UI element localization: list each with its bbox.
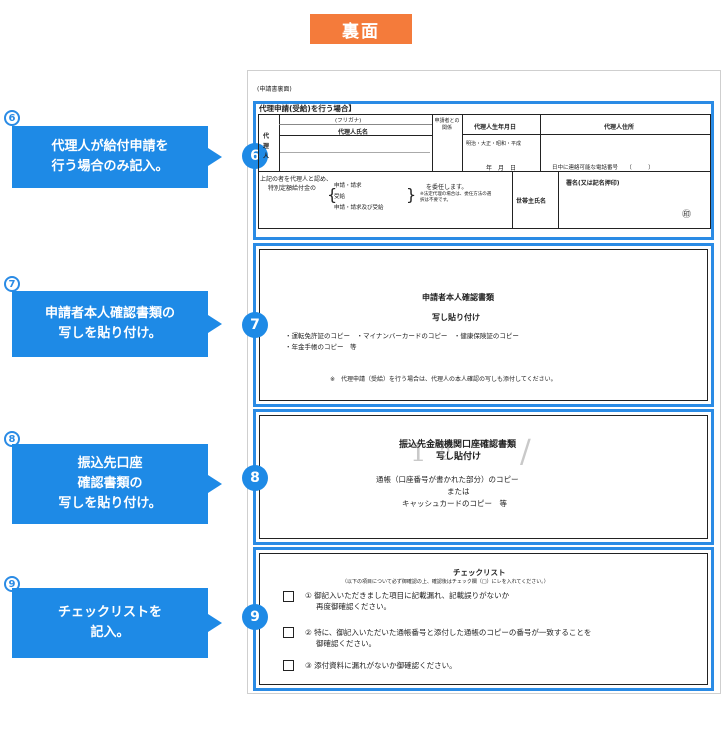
checklist-checkbox-3[interactable] xyxy=(283,660,294,671)
id-doc-list-1: ・運転免許証のコピー ・マイナンバーカードのコピー ・健康保険証のコピー xyxy=(285,332,519,340)
proxy-address-label: 代理人住所 xyxy=(604,124,635,131)
annotation-6-line-2: 行う場合のみ記入。 xyxy=(51,159,169,174)
proxy-dob-label: 代理人生年月日 xyxy=(474,124,517,131)
checklist-item-2-line-2: 御確認ください。 xyxy=(316,639,376,648)
annotation-8-arrow xyxy=(208,475,222,493)
step-6-marker: 6 xyxy=(4,110,20,126)
id-doc-list-2: ・年金手帳のコピー 等 xyxy=(285,343,357,351)
form-caption: (申請書裏面) xyxy=(257,86,292,93)
bank-doc-title: 振込先金融機関口座確認書類 xyxy=(399,440,517,450)
checklist-item-1-line-1: ① 御記入いただきました項目に記載漏れ、記載誤りがないか xyxy=(305,591,510,600)
watermark-digit: 2 xyxy=(440,444,452,465)
annotation-9-arrow xyxy=(208,614,222,632)
checklist-instruction: （以下の項目について必ず御確認の上、確認後はチェック欄（□）にレを入れてください… xyxy=(342,579,549,585)
step-8-marker: 8 xyxy=(4,431,20,447)
relationship-label: 申請者との関係 xyxy=(434,118,460,131)
era-options: 明治・大正・昭和・平成 xyxy=(466,141,522,147)
checklist-item-3-line-1: ③ 添付資料に漏れがないか御確認ください。 xyxy=(305,661,457,670)
annotation-9-line-1: チェックリストを xyxy=(57,605,162,620)
proxy-side-label: 代理人 xyxy=(263,133,270,160)
delegate-sub: 特別定額給付金の xyxy=(268,185,317,192)
entrust-text: を委任します。 xyxy=(426,184,468,191)
householder-label: 世帯主氏名 xyxy=(516,198,547,205)
annotation-6: 代理人が給付申請を 行う場合のみ記入。 xyxy=(12,126,222,188)
checklist-item-1-line-2: 再度御確認ください。 xyxy=(316,602,391,611)
proxy-name-label: 代理人氏名 xyxy=(338,129,369,136)
step-9-badge: 9 xyxy=(242,604,268,630)
bank-doc-line-1: 通帳（口座番号が書かれた部分）のコピー xyxy=(376,475,519,484)
option-receive: 受給 xyxy=(334,194,346,200)
proxy-title: 代理申請(受給)を行う場合】 xyxy=(259,104,356,113)
step-6-badge: 6 xyxy=(242,143,268,169)
page-title-badge: 裏面 xyxy=(310,14,412,44)
annotation-9-line-2: 記入。 xyxy=(90,625,130,640)
annotation-8: 振込先口座 確認書類の 写しを貼り付け。 xyxy=(12,444,222,524)
annotation-8-line-1: 振込先口座 xyxy=(77,456,143,471)
annotation-7-line-1: 申請者本人確認書類の xyxy=(44,306,175,321)
bank-doc-subtitle: 写し貼付け xyxy=(436,452,482,462)
checklist-title: チェックリスト xyxy=(453,568,506,577)
section-6-frame xyxy=(253,101,714,240)
annotation-7-line-2: 写しを貼り付け。 xyxy=(58,326,162,341)
checklist-checkbox-1[interactable] xyxy=(283,591,294,602)
annotation-6-line-1: 代理人が給付申請を xyxy=(51,139,169,154)
option-apply: 申請・請求 xyxy=(334,183,362,189)
watermark-digit: 1 xyxy=(410,438,427,468)
furigana-label: (フリガナ) xyxy=(335,118,362,124)
checklist-checkbox-2[interactable] xyxy=(283,627,294,638)
step-7-badge: 7 xyxy=(242,312,268,338)
step-8-badge: 8 xyxy=(242,465,268,491)
bank-doc-line-3: キャッシュカードのコピー 等 xyxy=(402,499,507,508)
annotation-7: 申請者本人確認書類の 写しを貼り付け。 xyxy=(12,291,222,357)
id-doc-subtitle: 写し貼り付け xyxy=(432,313,480,322)
annotation-9: チェックリストを 記入。 xyxy=(12,588,222,658)
daytime-phone: 日中に連絡可能な電話番号 （ ） xyxy=(552,165,654,171)
form-sheet xyxy=(247,70,721,694)
annotation-7-arrow xyxy=(208,315,222,333)
watermark-digit: / xyxy=(520,432,531,470)
step-7-marker: 7 xyxy=(4,276,20,292)
annotation-6-arrow xyxy=(208,148,222,166)
id-doc-note: ※ 代理申請（受給）を行う場合は、代理人の本人確認の写しも添付してください。 xyxy=(330,376,557,383)
id-doc-title: 申請者本人確認書類 xyxy=(422,293,494,302)
annotation-8-line-3: 写しを貼り付け。 xyxy=(58,496,162,511)
option-bracket-right: } xyxy=(406,185,417,204)
option-both: 申請・請求及び受給 xyxy=(334,205,384,211)
dob-date: 年 月 日 xyxy=(486,165,517,172)
signature-label: 署名(又は記名押印) xyxy=(566,180,620,187)
annotation-8-line-2: 確認書類の xyxy=(77,476,143,491)
checklist-item-2-line-1: ② 特に、御記入いただいた通帳番号と添付した通帳のコピーの番号が一致することを xyxy=(305,628,592,637)
seal-mark: ㊞ xyxy=(682,210,692,220)
bank-doc-line-2: または xyxy=(447,487,470,496)
delegate-intro: 上記の者を代理人と認め、 xyxy=(260,176,333,183)
option-bracket-left: { xyxy=(327,185,338,204)
legal-proxy-note: ※法定代理の場合は、委任方法の選択は不要です。 xyxy=(420,192,492,203)
